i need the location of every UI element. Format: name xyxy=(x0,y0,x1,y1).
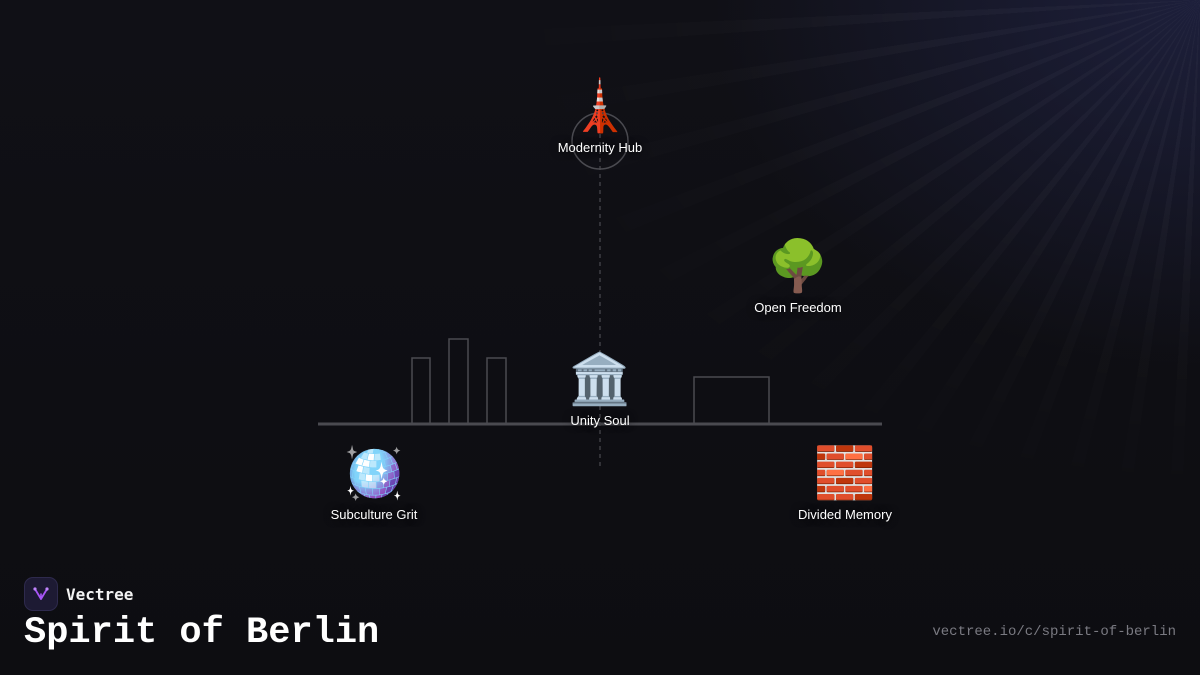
brand-name: Vectree xyxy=(66,584,134,604)
classical-building-icon: 🏛️ xyxy=(568,350,632,408)
node-label: Subculture Grit xyxy=(330,507,418,522)
node-divided-memory[interactable]: 🧱 Divided Memory xyxy=(745,445,945,523)
node-label: Modernity Hub xyxy=(557,140,643,155)
vectree-logo-glyph xyxy=(33,587,49,600)
tower-icon: 🗼 xyxy=(568,77,632,135)
vectree-tree-icon xyxy=(24,577,58,611)
brick-wall-icon: 🧱 xyxy=(813,444,877,502)
node-modernity-hub[interactable]: 🗼 Modernity Hub xyxy=(500,78,700,156)
brand[interactable]: Vectree xyxy=(24,577,133,611)
node-open-freedom[interactable]: 🌳 Open Freedom xyxy=(698,238,898,316)
tower-sphere-outline xyxy=(571,112,629,170)
skyline-wall-block xyxy=(693,376,770,425)
skyline-building-3 xyxy=(486,357,507,425)
page-url[interactable]: vectree.io/c/spirit-of-berlin xyxy=(932,624,1176,640)
page-title: Spirit of Berlin xyxy=(24,612,380,654)
skyline-building-2 xyxy=(448,338,469,425)
node-subculture-grit[interactable]: 🪩 Subculture Grit xyxy=(274,445,474,523)
node-label: Unity Soul xyxy=(570,413,630,428)
skyline-building-1 xyxy=(411,357,431,425)
node-label: Divided Memory xyxy=(798,507,892,522)
node-unity-soul[interactable]: 🏛️ Unity Soul xyxy=(500,351,700,429)
node-label: Open Freedom xyxy=(754,300,842,315)
tree-icon: 🌳 xyxy=(766,237,830,295)
disco-ball-icon: 🪩 xyxy=(342,444,406,502)
